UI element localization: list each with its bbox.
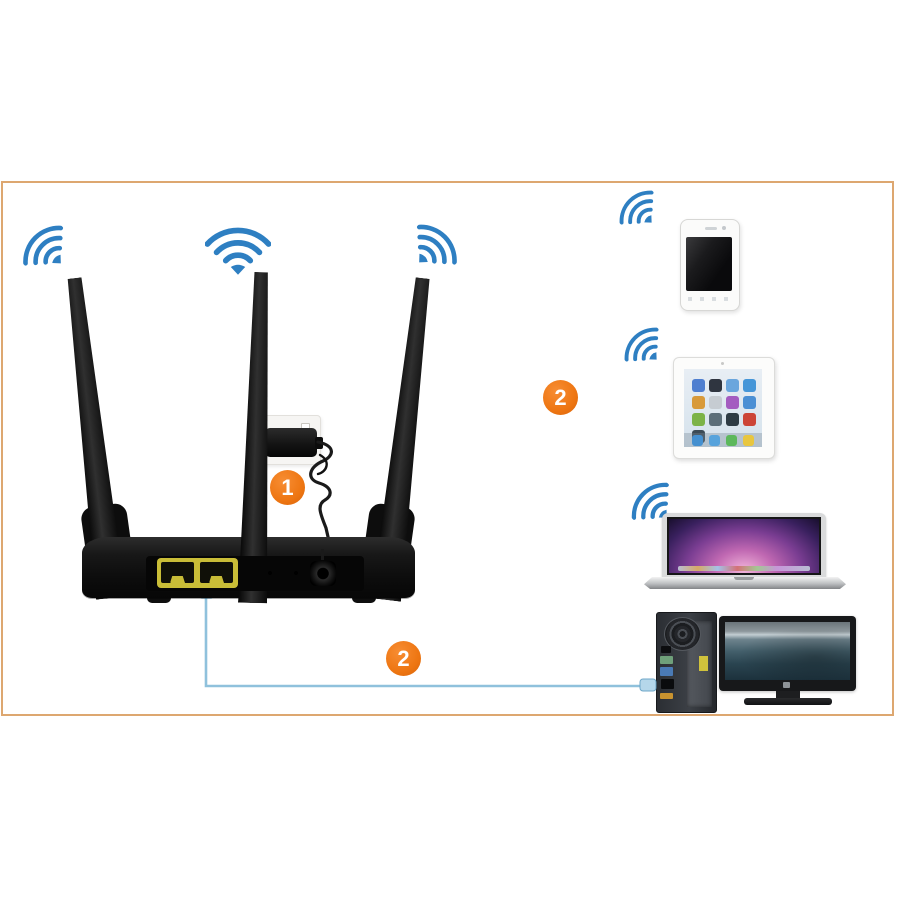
monitor-logo <box>783 682 790 688</box>
step-2-wireless-badge: 2 <box>543 380 578 415</box>
tablet-dock-apps <box>692 435 703 446</box>
tablet-camera <box>721 362 724 365</box>
panel-hole <box>294 571 298 575</box>
tablet-dock <box>684 433 762 447</box>
tower-fan <box>664 617 701 651</box>
step-2-wireless-label: 2 <box>554 384 567 410</box>
monitor-screen-shade <box>725 622 850 680</box>
step-2-wired-badge: 2 <box>386 641 421 676</box>
laptop-base <box>644 577 846 589</box>
router-foot <box>147 594 171 603</box>
laptop-display <box>667 517 821 575</box>
tower-port-blue <box>660 667 673 676</box>
lan-port-2 <box>200 562 233 583</box>
phone-camera <box>722 226 726 230</box>
power-jack-pin <box>321 549 324 560</box>
wifi-signal-icon <box>205 220 271 278</box>
laptop-dock <box>678 566 810 571</box>
step-1-label: 1 <box>281 474 294 500</box>
tower-sticker <box>699 656 708 671</box>
tower-ethernet-port <box>661 679 674 689</box>
power-adapter <box>265 428 317 457</box>
step-1-badge: 1 <box>270 470 305 505</box>
phone-speaker <box>705 227 717 230</box>
tower-port-orange <box>660 693 673 699</box>
phone-buttons <box>688 297 732 301</box>
monitor-stand-base <box>744 698 832 705</box>
tower-port <box>661 646 671 653</box>
monitor-stand-neck <box>776 691 800 699</box>
panel-hole <box>268 571 272 575</box>
tower-port-green <box>660 656 673 664</box>
laptop-hinge-notch <box>734 577 754 580</box>
lan-port-1 <box>161 562 194 583</box>
tablet-app-grid <box>692 379 705 392</box>
phone-screen <box>686 237 732 291</box>
power-jack <box>310 561 336 586</box>
step-2-wired-label: 2 <box>397 645 410 671</box>
monitor-screen <box>725 622 850 680</box>
lan-port-block <box>157 558 238 588</box>
power-adapter-plug <box>315 437 323 449</box>
